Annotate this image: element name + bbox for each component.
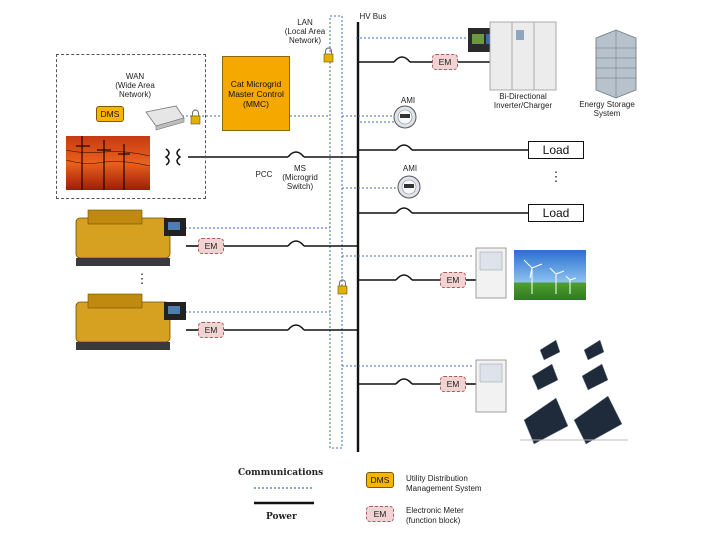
- storage-label: Energy Storage System: [572, 100, 642, 118]
- em-box-inverter: EM: [432, 54, 458, 70]
- mmc-box: Cat Microgrid Master Control (MMC): [222, 56, 290, 131]
- inverter-label: Bi-Directional Inverter/Charger: [486, 92, 560, 110]
- wan-text: WAN (Wide Area Network): [115, 72, 155, 99]
- hv-bus-label: HV Bus: [359, 12, 387, 21]
- load-box-bottom: Load: [528, 204, 584, 222]
- wind-farm-image: [514, 250, 586, 300]
- legend-dms-box: DMS: [366, 472, 394, 488]
- em-box-generator-2: EM: [198, 322, 224, 338]
- inverter-text: Bi-Directional Inverter/Charger: [493, 92, 553, 110]
- ami-meter-icon: [393, 105, 417, 129]
- generator-image: [75, 209, 186, 266]
- transformer-icon: [164, 148, 182, 166]
- dms-box: DMS: [96, 106, 124, 122]
- power-links: [186, 56, 528, 385]
- energy-storage-image: [595, 29, 637, 99]
- ami-meter-icon: [397, 175, 421, 199]
- inverter-cabinet-image: [468, 21, 557, 91]
- generator-image: [75, 293, 186, 350]
- legend-dms-desc: Utility Distribution Management System: [406, 474, 482, 494]
- generator-ellipsis: ⋮: [135, 271, 149, 286]
- wan-region: [56, 54, 206, 199]
- solar-panels-image: [520, 339, 628, 445]
- ami-label-bottom: AMI: [402, 164, 418, 173]
- wan-label: WAN (Wide Area Network): [104, 72, 166, 99]
- em-box-generator-1: EM: [198, 238, 224, 254]
- load-ellipsis: ⋮: [549, 169, 563, 184]
- comm-links: [182, 37, 474, 367]
- lock-icon: [323, 47, 334, 63]
- lan-label: LAN (Local Area Network): [276, 18, 334, 45]
- legend-communications-label: Communications: [238, 468, 324, 478]
- legend-em-box: EM: [366, 506, 394, 522]
- ms-text: MS (Microgrid Switch): [282, 164, 318, 191]
- wind-inverter-cabinet: [475, 247, 507, 299]
- ami-label-top: AMI: [400, 96, 416, 105]
- lock-icon: [337, 279, 348, 295]
- modem-icon: [145, 105, 185, 131]
- ms-label: MS (Microgrid Switch): [278, 164, 322, 191]
- pcc-label: PCC: [255, 170, 273, 179]
- legend-em-desc: Electronic Meter (function block): [406, 506, 464, 526]
- storage-text: Energy Storage System: [579, 100, 635, 118]
- load-box-top: Load: [528, 141, 584, 159]
- lan-text: LAN (Local Area Network): [284, 18, 326, 45]
- mmc-text: Cat Microgrid Master Control (MMC): [228, 78, 284, 109]
- legend-em-text: Electronic Meter (function block): [406, 506, 464, 525]
- em-box-solar: EM: [440, 376, 466, 392]
- legend-power-label: Power: [266, 512, 297, 522]
- lock-icon: [190, 109, 201, 125]
- legend-dms-text: Utility Distribution Management System: [406, 474, 482, 493]
- utility-grid-image: [65, 136, 151, 190]
- solar-inverter-cabinet: [475, 359, 507, 413]
- em-box-wind: EM: [440, 272, 466, 288]
- lan-bus: [329, 15, 343, 449]
